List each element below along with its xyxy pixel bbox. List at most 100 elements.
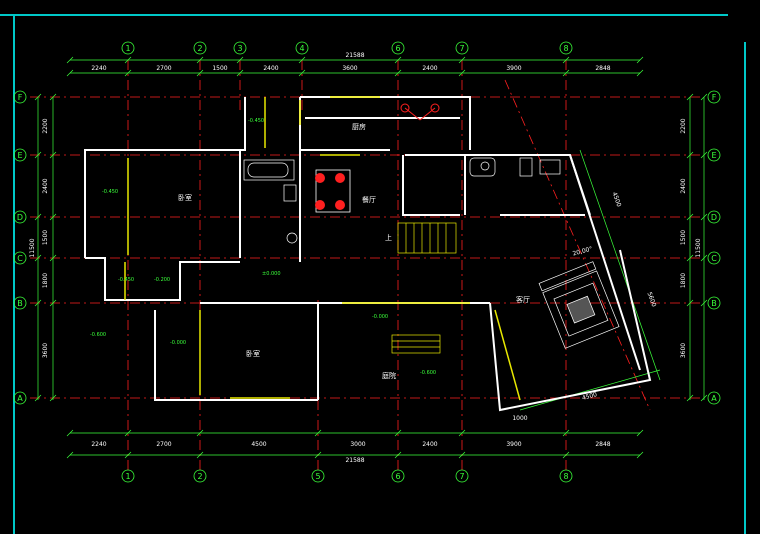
axis-bubble-left: A xyxy=(13,391,27,405)
dimension-top: 2400 xyxy=(263,65,278,72)
axis-bubble-left: E xyxy=(13,148,27,162)
dimension-tick xyxy=(66,56,74,64)
dimension-top: 3600 xyxy=(342,65,357,72)
level-mark: -0.450 xyxy=(248,118,264,124)
dimension-diagonal: 20,00° xyxy=(572,246,593,258)
dimension-tick xyxy=(700,299,708,307)
axis-bubble-top-label: 2 xyxy=(197,44,202,53)
axis-bubble-right: E xyxy=(707,148,721,162)
dimension-tick xyxy=(34,213,42,221)
dimension-tick xyxy=(196,56,204,64)
dimension-tick xyxy=(124,451,132,459)
room-label-kitchen: 厨房 xyxy=(352,122,366,131)
axis-bubble-right: D xyxy=(707,210,721,224)
dimension-tick xyxy=(34,151,42,159)
dimension-tick xyxy=(700,93,708,101)
dimension-right: 1800 xyxy=(680,273,687,288)
dimension-bottom: 2400 xyxy=(422,441,437,448)
dimension-tick xyxy=(49,254,57,262)
dimension-tick xyxy=(298,56,306,64)
dimension-tick xyxy=(458,451,466,459)
dimension-left: 1500 xyxy=(42,230,49,245)
dimension-tick xyxy=(34,299,42,307)
dimension-left: 1800 xyxy=(42,273,49,288)
axis-bubble-right-label: E xyxy=(711,151,716,160)
dimension-tick xyxy=(636,69,644,77)
axis-bubble-left-label: F xyxy=(18,93,23,102)
dimension-tick xyxy=(686,93,694,101)
level-mark: ±0.000 xyxy=(262,271,281,277)
room-label-bedroom-1: 卧室 xyxy=(178,193,192,202)
dimension-tick xyxy=(686,299,694,307)
dimension-top: 2240 xyxy=(91,65,106,72)
axis-bubble-bottom: 5 xyxy=(311,469,325,483)
axis-bubble-right-label: A xyxy=(711,394,717,403)
axis-bubble-left: F xyxy=(13,90,27,104)
room-label-bedroom-2: 卧室 xyxy=(246,349,260,358)
dimension-tick xyxy=(236,69,244,77)
axis-bubble-bottom: 8 xyxy=(559,469,573,483)
dimension-tick xyxy=(66,451,74,459)
dimension-tick xyxy=(298,69,306,77)
dimension-tick xyxy=(314,451,322,459)
dimension-left: 3600 xyxy=(42,343,49,358)
dimension-tick xyxy=(700,394,708,402)
dimension-tick xyxy=(686,151,694,159)
axis-bubble-top: 3 xyxy=(233,41,247,55)
dimension-tick xyxy=(66,69,74,77)
dimension-tick xyxy=(196,451,204,459)
axis-bubble-bottom-label: 6 xyxy=(395,472,400,481)
dimension-top: 2848 xyxy=(595,65,610,72)
axis-bubble-left-label: C xyxy=(17,254,23,263)
dimension-tick xyxy=(636,56,644,64)
dimension-bottom: 2700 xyxy=(156,441,171,448)
axis-bubble-left-label: E xyxy=(17,151,22,160)
dimension-texts: 2240 2700 1500 2400 3600 2400 3900 2848 21588 224… xyxy=(29,52,702,464)
doors-windows xyxy=(124,96,521,401)
dimension-top: 1500 xyxy=(212,65,227,72)
dimension-top-total: 21588 xyxy=(345,52,364,59)
axis-bubble-bottom-label: 1 xyxy=(125,472,130,481)
level-mark: -0.450 xyxy=(118,277,134,283)
staircase xyxy=(391,222,457,354)
dimension-tick xyxy=(458,429,466,437)
level-mark: -0.000 xyxy=(170,340,186,346)
level-mark: -0.450 xyxy=(102,189,118,195)
room-label-living: 客厅 xyxy=(516,295,530,304)
dimension-tick xyxy=(458,69,466,77)
axis-bubble-top-label: 1 xyxy=(125,44,130,53)
dimension-tick xyxy=(196,429,204,437)
axis-bubble-top-label: 7 xyxy=(459,44,464,53)
level-mark: -0.000 xyxy=(372,314,388,320)
level-mark: -0.600 xyxy=(90,332,106,338)
dimension-right: 3600 xyxy=(680,343,687,358)
dimension-tick xyxy=(700,151,708,159)
dimension-bottom: 2848 xyxy=(595,441,610,448)
axis-bubble-right-label: D xyxy=(711,213,717,222)
level-mark: -0.600 xyxy=(420,370,436,376)
axis-bubble-bottom: 1 xyxy=(121,469,135,483)
dining-table xyxy=(315,169,351,213)
axis-bubble-left-label: A xyxy=(17,394,23,403)
dimension-tick xyxy=(562,69,570,77)
dimension-tick xyxy=(562,429,570,437)
axis-bubble-top-label: 8 xyxy=(563,44,568,53)
dimension-bottom: 2240 xyxy=(91,441,106,448)
axis-bubble-bottom: 7 xyxy=(455,469,469,483)
dimension-tick xyxy=(34,254,42,262)
axis-bubble-top-label: 6 xyxy=(395,44,400,53)
bathroom-fixtures xyxy=(243,157,561,244)
dimension-diagonal: 4500 xyxy=(611,191,623,208)
dimension-tick xyxy=(700,213,708,221)
dimension-top: 2400 xyxy=(422,65,437,72)
axis-bubble-left: B xyxy=(13,296,27,310)
stairs-up-label: 上 xyxy=(385,233,392,242)
axis-bubble-top: 1 xyxy=(121,41,135,55)
dimension-tick xyxy=(394,69,402,77)
dimension-diagonal: 5600 xyxy=(646,291,658,308)
dimension-top: 3900 xyxy=(506,65,521,72)
dimension-tick xyxy=(562,56,570,64)
dimension-tick xyxy=(394,56,402,64)
axis-bubble-left-label: D xyxy=(17,213,23,222)
